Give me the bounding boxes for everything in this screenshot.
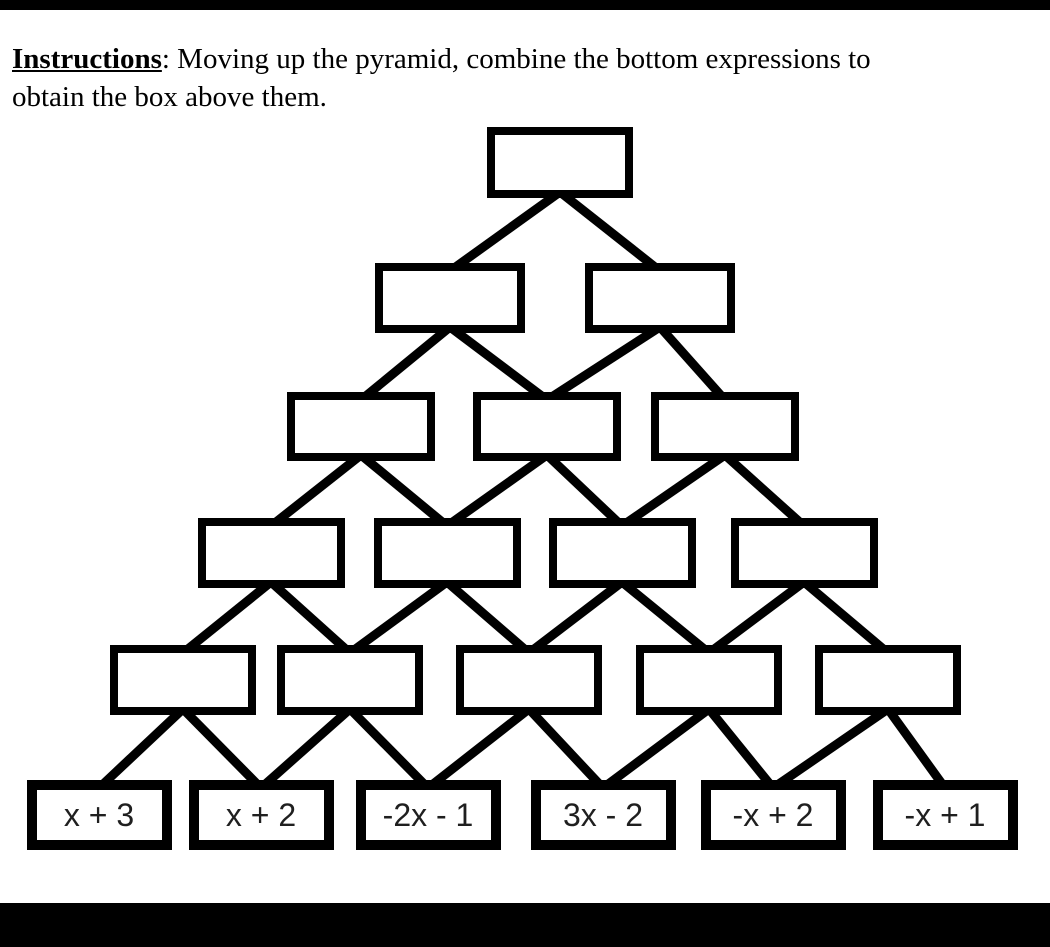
pyramid-box-r4-c3[interactable] [548, 518, 696, 588]
connector-line [447, 188, 563, 275]
connector-line [801, 578, 891, 657]
connector-line [544, 323, 663, 404]
pyramid-box-r4-c1[interactable] [197, 518, 345, 588]
pyramid-box-r5-c5[interactable] [815, 645, 961, 715]
connector-line [258, 705, 353, 792]
connector-line [770, 705, 891, 792]
pyramid-box-r6-c6: -x + 1 [872, 780, 1018, 850]
connector-line [619, 451, 728, 530]
expression-label: -2x - 1 [382, 796, 474, 833]
connector-line [619, 578, 712, 657]
instructions-text-line1: : Moving up the pyramid, combine the bot… [161, 43, 871, 75]
connector-line [179, 705, 265, 792]
connector-line [656, 324, 729, 403]
pyramid-box-r6-c2: x + 2 [188, 780, 334, 850]
connector-line [526, 578, 625, 657]
connector-line [706, 578, 807, 657]
bottom-border-bar [0, 903, 1050, 947]
connector-line [447, 323, 550, 404]
pyramid-box-r5-c1[interactable] [110, 645, 256, 715]
connector-line [346, 705, 432, 792]
pyramid-box-r5-c2[interactable] [277, 645, 423, 715]
top-border-bar [0, 0, 1050, 10]
connector-line [425, 705, 532, 792]
connector-line [358, 323, 453, 404]
pyramid-box-r6-c1: x + 3 [26, 780, 172, 850]
pyramid-box-r4-c2[interactable] [373, 518, 521, 588]
pyramid-box-r5-c4[interactable] [636, 645, 782, 715]
connector-line [600, 705, 712, 792]
expression-label: x + 3 [63, 796, 135, 833]
connector-line [267, 578, 354, 657]
instructions-text-line2: obtain the box above them. [12, 81, 327, 113]
expression-label: -x + 2 [732, 796, 814, 833]
connector-line [444, 451, 550, 530]
connector-line [721, 451, 808, 530]
pyramid-box-r2-c1[interactable] [375, 263, 525, 333]
connector-line [884, 706, 949, 791]
instructions: Instructions: Moving up the pyramid, com… [12, 40, 1042, 116]
pyramid-box-r3-c3[interactable] [651, 392, 799, 461]
pyramid-box-r6-c4: 3x - 2 [530, 780, 676, 850]
connector-line [557, 188, 663, 275]
connector-line [543, 451, 626, 530]
expression-label: 3x - 2 [562, 796, 644, 833]
connector-line [95, 705, 187, 792]
pyramid-box-r5-c3[interactable] [456, 645, 602, 715]
expression-label: x + 2 [225, 796, 297, 833]
pyramid-box-r6-c3: -2x - 1 [355, 780, 501, 850]
connector-line [444, 578, 532, 657]
pyramid-box-r6-c5: -x + 2 [700, 780, 846, 850]
pyramid-box-r1-c1[interactable] [487, 127, 633, 198]
pyramid-box-r3-c1[interactable] [287, 392, 435, 461]
connector-line [358, 451, 450, 530]
pyramid-box-r4-c4[interactable] [730, 518, 878, 588]
connector-line [525, 705, 607, 792]
pyramid-box-r3-c2[interactable] [473, 392, 621, 461]
instructions-label: Instructions [12, 43, 162, 75]
connector-line [347, 578, 450, 657]
connector-line [705, 706, 777, 791]
expression-label: -x + 1 [904, 796, 986, 833]
connector-line [268, 451, 364, 530]
connector-line [180, 578, 274, 657]
pyramid-box-r2-c2[interactable] [585, 263, 735, 333]
